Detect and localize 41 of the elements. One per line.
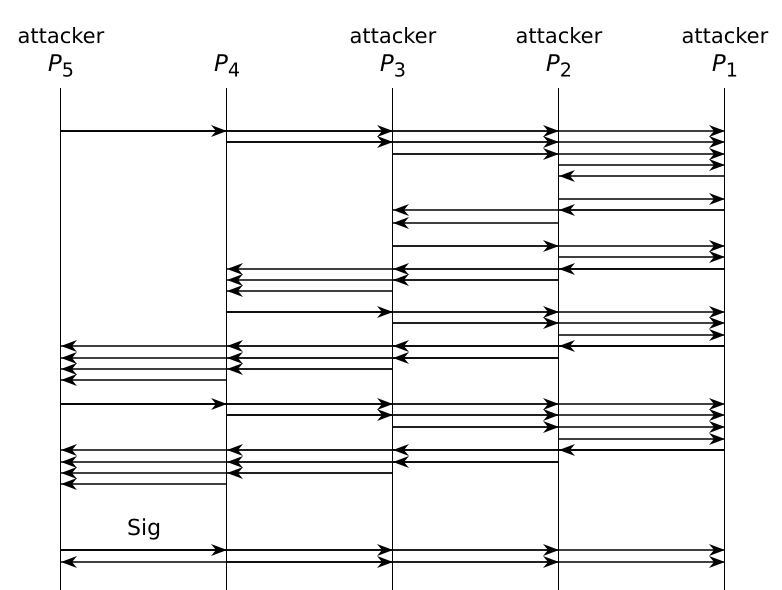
- participant-label: P$_{2}$: [546, 50, 572, 84]
- message-arrow: [61, 340, 725, 352]
- participant-label: P$_{3}$: [380, 50, 406, 84]
- message-arrow: [61, 556, 227, 568]
- message-arrow: [61, 444, 725, 456]
- message-arrow: [559, 170, 725, 182]
- message-arrow: [559, 159, 725, 171]
- participant-label: P$_{5}$: [48, 50, 74, 84]
- role-label: attacker: [350, 23, 436, 49]
- message-arrow: [559, 251, 725, 263]
- role-label: attacker: [18, 23, 104, 49]
- message-arrow: [227, 306, 725, 318]
- message-arrow: [61, 352, 559, 364]
- message-arrow: [559, 433, 725, 445]
- message-arrow: [393, 204, 725, 216]
- message-arrow: [227, 274, 559, 286]
- message-arrow: [393, 421, 725, 433]
- role-label: attacker: [516, 23, 602, 49]
- message-arrow: [61, 398, 725, 410]
- message-arrow: [61, 456, 559, 468]
- message-arrow: [61, 478, 227, 490]
- message-arrow: [559, 329, 725, 341]
- message-arrow: [393, 217, 559, 229]
- message-arrow: [61, 374, 227, 386]
- message-arrow: [227, 409, 725, 421]
- message-arrow: [61, 544, 725, 556]
- message-arrow: [393, 148, 725, 160]
- message-arrow: [227, 263, 725, 275]
- message-arrow: [61, 125, 725, 137]
- message-arrow: [393, 240, 725, 252]
- message-arrow: [393, 317, 725, 329]
- message-arrow: [227, 136, 725, 148]
- edge-label: Sig: [127, 516, 162, 542]
- participant-label: P$_{1}$: [712, 50, 738, 84]
- role-label: attacker: [682, 23, 768, 49]
- participant-label: P$_{4}$: [214, 50, 240, 84]
- message-arrow: [227, 285, 393, 297]
- message-arrow: [227, 556, 725, 568]
- message-arrow: [61, 467, 393, 479]
- message-arrow: [559, 193, 725, 205]
- message-arrow: [61, 363, 393, 375]
